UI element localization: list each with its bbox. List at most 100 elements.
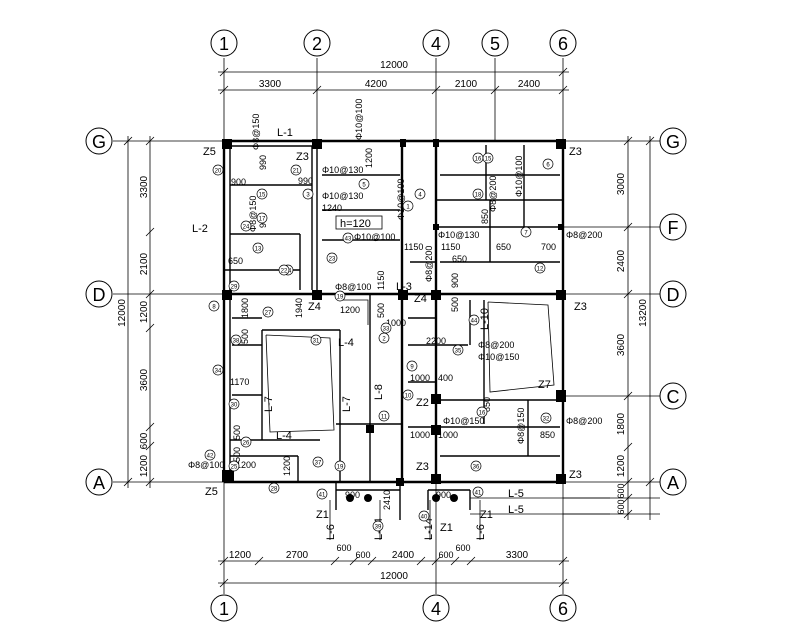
size-label: 1000 — [386, 318, 406, 328]
slab-marker-circle — [212, 164, 224, 176]
slab-marker-number: 3 — [306, 193, 310, 199]
column-label: Z1 — [316, 509, 329, 521]
size-label: 2410 — [382, 490, 392, 510]
slab-marker-number: 15 — [485, 157, 492, 163]
column-markers — [222, 139, 566, 502]
column-block — [222, 290, 232, 300]
dim-right-total: 13200 — [638, 299, 649, 327]
column-label: Z5 — [205, 486, 218, 498]
slab-marker-number: 43 — [345, 237, 352, 243]
column-block — [433, 224, 439, 230]
grid-label-left-G: G — [92, 132, 106, 152]
dim-right-4: 1800 — [616, 412, 627, 435]
rebar-note: Φ10@100 — [396, 179, 406, 220]
slab-marker-circle — [540, 412, 552, 424]
rebar-note: Φ10@130 — [322, 191, 363, 201]
bottom-grid-axes: 1 4 6 — [210, 482, 577, 622]
size-label: 900 — [231, 177, 246, 187]
slab-marker-circle — [312, 456, 324, 468]
slab-marker-number: 7 — [524, 231, 528, 237]
size-label: 1000 — [438, 430, 458, 440]
size-label: 990 — [258, 155, 268, 170]
column-block — [556, 474, 566, 484]
slab-marker-circle — [316, 488, 328, 500]
slab-marker-circle — [520, 226, 532, 238]
slab-marker-circle — [414, 188, 426, 200]
slab-marker-circle — [326, 252, 338, 264]
grid-bubble-right-F — [659, 213, 687, 241]
column-label: Z3 — [569, 469, 582, 481]
slab-marker-circle — [262, 306, 274, 318]
column-block — [433, 139, 439, 147]
slab-marker-number: 13 — [255, 247, 262, 253]
rebar-note: Φ10@100 — [354, 232, 395, 242]
column-label: Z7 — [538, 379, 551, 391]
dim-bottom-2: 2700 — [286, 550, 309, 561]
grid-bubble-right-A — [659, 468, 687, 496]
slab-marker-circle — [406, 360, 418, 372]
column-block — [431, 425, 441, 435]
slab-marker-number: 22 — [281, 269, 288, 275]
dim-right-5: 1200 — [616, 454, 627, 477]
slab-marker-number: 38 — [233, 339, 240, 345]
rebar-note: Φ8@150 — [248, 196, 258, 232]
size-label: 400 — [438, 373, 453, 383]
dim-left-4: 3600 — [139, 368, 150, 391]
size-label: 900 — [450, 273, 460, 288]
slab-marker-number: 36 — [473, 465, 480, 471]
column-block — [556, 390, 566, 402]
slab-marker-circle — [468, 314, 480, 326]
size-label: 1150 — [376, 271, 386, 290]
size-label: 1000 — [410, 373, 430, 383]
grid-bubble-top-2 — [303, 29, 331, 57]
rebar-note: Φ8@200 — [566, 416, 602, 426]
slab-marker-circle — [378, 332, 390, 344]
top-grid-axes: 1 2 4 5 6 — [210, 29, 577, 140]
slab-marker-number: 29 — [231, 285, 238, 291]
beam-label: L-5 — [508, 504, 524, 516]
size-label: 500 — [232, 425, 242, 440]
grid-bubble-left-A — [85, 468, 113, 496]
size-label: 1940 — [294, 298, 304, 318]
size-label: 500 — [376, 303, 386, 318]
column-dot — [364, 494, 372, 502]
size-label: 1240 — [322, 203, 342, 213]
column-block — [556, 290, 566, 300]
bottom-projection — [329, 482, 610, 540]
column-labels: Z5 Z3 Z3 Z4 Z4 Z3 Z7 Z2 Z3 Z3 Z5 Z1 Z1 Z… — [203, 146, 587, 534]
beam-label: L-2 — [192, 223, 208, 235]
grid-bubble-left-G — [85, 127, 113, 155]
size-label: 650 — [452, 254, 467, 264]
beam-label: L-5 — [508, 488, 524, 500]
slab-marker-number: 37 — [315, 461, 322, 467]
dim-bottom-6: 600 — [438, 550, 453, 560]
slab-marker-circle — [380, 322, 392, 334]
slab-marker-number: 2 — [382, 337, 386, 343]
rebar-note: Φ8@100 — [335, 282, 371, 292]
slab-marker-circle — [278, 264, 290, 276]
slab-marker-circle — [472, 486, 484, 498]
grid-label-bottom-4: 4 — [431, 599, 441, 619]
dim-top-3: 2100 — [455, 79, 478, 90]
beam-label: L-7 — [341, 396, 353, 412]
size-label: 1800 — [240, 298, 250, 318]
grid-label-top-5: 5 — [490, 34, 500, 54]
size-label: 850 — [540, 430, 555, 440]
slab-marker-number: 32 — [543, 417, 550, 423]
beam-label: L-6 — [475, 524, 487, 540]
grid-label-right-D: D — [667, 285, 680, 305]
dim-left-2: 2100 — [139, 252, 150, 275]
slab-marker-number: 9 — [410, 365, 414, 371]
slab-marker-number: 8 — [212, 305, 216, 311]
dim-left-1: 3300 — [139, 175, 150, 198]
slab-marker-circle — [334, 460, 346, 472]
column-label: Z1 — [440, 522, 453, 534]
dim-bottom-7: 600 — [455, 543, 470, 553]
size-label: 900 — [436, 490, 451, 500]
rebar-note: Φ8@100 — [188, 460, 224, 470]
grid-label-top-6: 6 — [558, 34, 568, 54]
slab-marker-number: 44 — [471, 319, 478, 325]
rebar-note: Φ8@200 — [478, 340, 514, 350]
rebar-note: Φ10@100 — [354, 99, 364, 140]
slab-marker-circle — [256, 212, 268, 224]
